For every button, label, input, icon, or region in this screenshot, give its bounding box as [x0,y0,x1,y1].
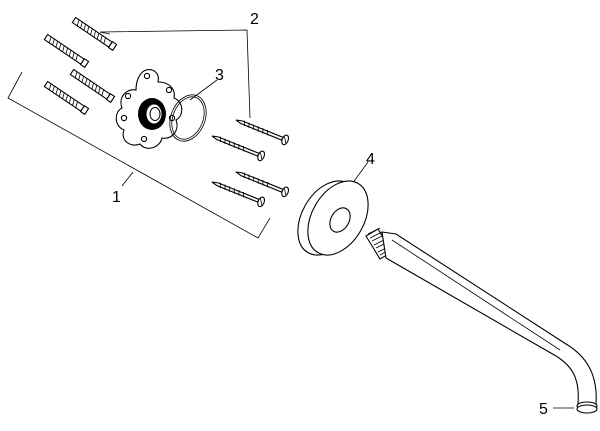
screw-2 [209,130,267,163]
anchor-3 [69,68,116,103]
shower-arm [365,227,598,414]
wall-bracket [115,69,183,149]
escutcheon [297,180,369,256]
anchor-4 [43,80,90,115]
callout-1-label: 1 [112,189,121,206]
callout-2-leader [99,29,251,119]
screw-1 [233,114,291,147]
callout-2-label: 2 [250,11,259,28]
group-1-bracket [7,71,271,239]
callout-4-label: 4 [366,151,375,168]
callout-5-label: 5 [539,401,548,418]
anchor-2 [43,33,90,68]
callout-1-leader [121,171,134,187]
callout-4-leader [351,161,369,185]
callout-3-leader [189,79,218,101]
callout-3-label: 3 [215,67,224,84]
o-ring [169,94,207,142]
